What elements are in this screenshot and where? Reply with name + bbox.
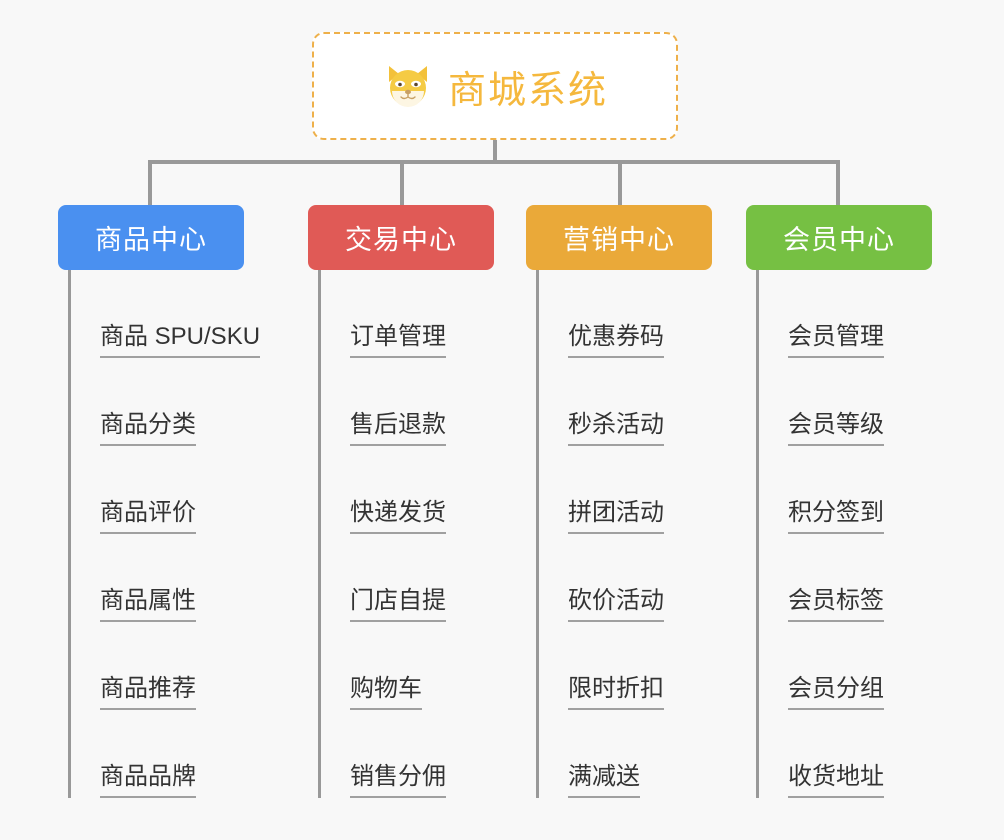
branch-spine-3	[536, 270, 539, 798]
list-item-label: 商品属性	[100, 587, 196, 622]
list-item-label: 会员管理	[788, 323, 884, 358]
branch-items-2: 订单管理 售后退款 快递发货 门店自提 购物车 销售分佣	[308, 270, 494, 798]
branch-items-3: 优惠券码 秒杀活动 拼团活动 砍价活动 限时折扣 满减送	[526, 270, 712, 798]
list-item-label: 销售分佣	[350, 763, 446, 798]
branch-items-4: 会员管理 会员等级 积分签到 会员标签 会员分组 收货地址	[746, 270, 932, 798]
list-item-label: 快递发货	[350, 499, 446, 534]
list-item-label: 拼团活动	[568, 499, 664, 534]
list-item[interactable]: 商品推荐	[68, 622, 244, 710]
connector-drop-4	[836, 160, 840, 205]
list-item-label: 会员等级	[788, 411, 884, 446]
list-item[interactable]: 购物车	[318, 622, 494, 710]
list-item[interactable]: 销售分佣	[318, 710, 494, 798]
connector-drop-3	[618, 160, 622, 205]
list-item[interactable]: 门店自提	[318, 534, 494, 622]
list-item[interactable]: 售后退款	[318, 358, 494, 446]
branch-column-2: 交易中心 订单管理 售后退款 快递发货 门店自提 购物车 销售分佣	[308, 205, 494, 798]
list-item[interactable]: 收货地址	[756, 710, 932, 798]
branch-header-4[interactable]: 会员中心	[746, 205, 932, 270]
list-item-label: 售后退款	[350, 411, 446, 446]
list-item[interactable]: 满减送	[536, 710, 712, 798]
list-item[interactable]: 秒杀活动	[536, 358, 712, 446]
dog-face-icon	[382, 60, 434, 112]
list-item-label: 商品评价	[100, 499, 196, 534]
list-item-label: 商品品牌	[100, 763, 196, 798]
list-item[interactable]: 会员标签	[756, 534, 932, 622]
list-item-label: 购物车	[350, 675, 422, 710]
list-item[interactable]: 限时折扣	[536, 622, 712, 710]
list-item[interactable]: 商品属性	[68, 534, 244, 622]
list-item[interactable]: 订单管理	[318, 270, 494, 358]
branch-column-3: 营销中心 优惠券码 秒杀活动 拼团活动 砍价活动 限时折扣 满减送	[526, 205, 712, 798]
list-item-label: 订单管理	[350, 323, 446, 358]
connector-drop-1	[148, 160, 152, 205]
list-item-label: 秒杀活动	[568, 411, 664, 446]
list-item[interactable]: 会员等级	[756, 358, 932, 446]
list-item[interactable]: 商品分类	[68, 358, 244, 446]
list-item-label: 商品 SPU/SKU	[100, 323, 261, 358]
connector-root-stem	[493, 140, 497, 164]
list-item-label: 优惠券码	[568, 323, 664, 358]
branch-header-1[interactable]: 商品中心	[58, 205, 244, 270]
list-item-label: 商品推荐	[100, 675, 196, 710]
branch-header-label-2: 交易中心	[345, 225, 457, 255]
branch-column-4: 会员中心 会员管理 会员等级 积分签到 会员标签 会员分组 收货地址	[746, 205, 932, 798]
list-item-label: 商品分类	[100, 411, 196, 446]
list-item-label: 会员分组	[788, 675, 884, 710]
branch-header-label-4: 会员中心	[783, 225, 895, 255]
list-item[interactable]: 会员分组	[756, 622, 932, 710]
list-item[interactable]: 会员管理	[756, 270, 932, 358]
branch-header-label-1: 商品中心	[95, 225, 207, 255]
branch-items-1: 商品 SPU/SKU 商品分类 商品评价 商品属性 商品推荐 商品品牌	[58, 270, 261, 798]
branch-spine-4	[756, 270, 759, 798]
list-item[interactable]: 砍价活动	[536, 534, 712, 622]
connector-drop-2	[400, 160, 404, 205]
list-item[interactable]: 积分签到	[756, 446, 932, 534]
list-item-label: 收货地址	[788, 763, 884, 798]
branch-spine-2	[318, 270, 321, 798]
branch-header-label-3: 营销中心	[563, 225, 675, 255]
list-item[interactable]: 快递发货	[318, 446, 494, 534]
list-item-label: 满减送	[568, 763, 640, 798]
list-item-label: 会员标签	[788, 587, 884, 622]
list-item-label: 限时折扣	[568, 675, 664, 710]
list-item-label: 砍价活动	[568, 587, 664, 622]
root-title: 商城系统	[447, 69, 608, 112]
list-item[interactable]: 拼团活动	[536, 446, 712, 534]
root-node[interactable]: 商城系统	[312, 32, 678, 140]
list-item-label: 积分签到	[788, 499, 884, 534]
list-item[interactable]: 优惠券码	[536, 270, 712, 358]
branch-spine-1	[68, 270, 71, 798]
branch-column-1: 商品中心 商品 SPU/SKU 商品分类 商品评价 商品属性 商品推荐 商品品牌	[58, 205, 261, 798]
list-item[interactable]: 商品评价	[68, 446, 244, 534]
branch-header-3[interactable]: 营销中心	[526, 205, 712, 270]
list-item-label: 门店自提	[350, 587, 446, 622]
list-item[interactable]: 商品品牌	[68, 710, 244, 798]
branch-header-2[interactable]: 交易中心	[308, 205, 494, 270]
connector-horizontal-bus	[150, 160, 840, 164]
list-item[interactable]: 商品 SPU/SKU	[68, 270, 261, 358]
